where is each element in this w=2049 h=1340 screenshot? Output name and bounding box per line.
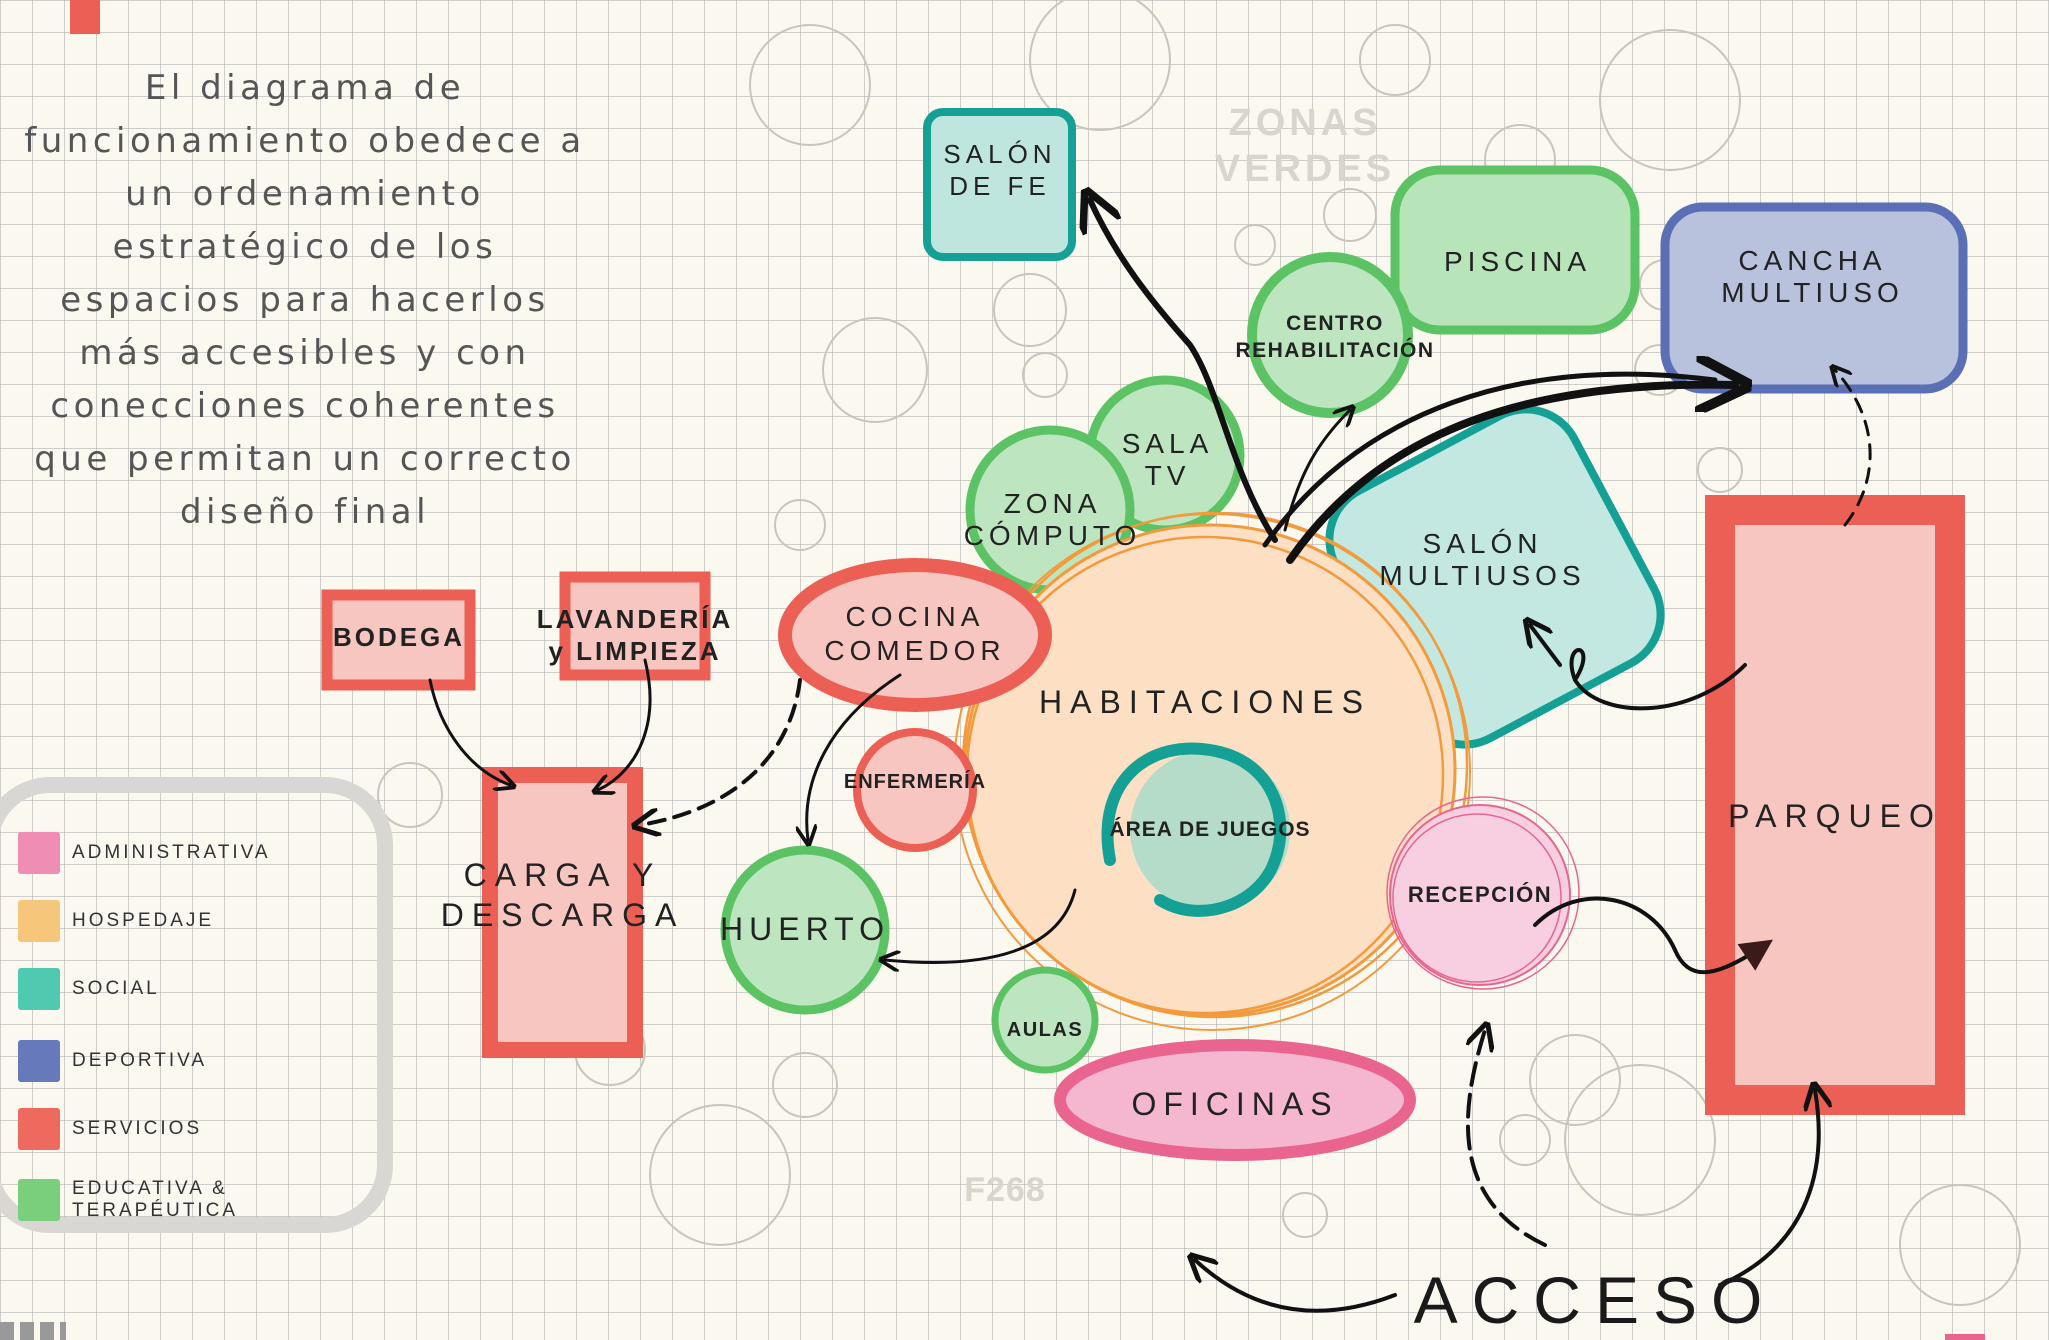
legend-item-administrativa: ADMINISTRATIVA xyxy=(18,832,271,874)
zona-computo-label: ZONA CÓMPUTO xyxy=(963,488,1142,551)
legend-label: ADMINISTRATIVA xyxy=(72,842,271,863)
bodega-label: BODEGA xyxy=(332,622,466,652)
area-juegos-fill xyxy=(1130,750,1290,910)
legend-label: EDUCATIVA & TERAPÉUTICA xyxy=(72,1178,239,1221)
piscina-box xyxy=(1390,165,1640,335)
carga-label: CARGA Y DESCARGA xyxy=(440,857,685,933)
cancha-box xyxy=(1660,202,1968,394)
intro-paragraph: El diagrama de funcionamiento obedece a … xyxy=(24,68,586,532)
plan-code-label: F268 xyxy=(964,1171,1046,1209)
oficinas-ellipse xyxy=(1054,1039,1416,1161)
cocina-label: COCINA COMEDOR xyxy=(824,601,1006,666)
legend-frame xyxy=(0,777,393,1233)
recepcion-circle xyxy=(1386,796,1580,990)
legend-item-social: SOCIAL xyxy=(18,968,160,1010)
legend-swatch xyxy=(18,832,60,874)
salon-fe-label: SALÓN DE FE xyxy=(943,139,1057,201)
legend-swatch xyxy=(18,1108,60,1150)
cocina-ellipse xyxy=(778,558,1052,712)
legend-swatch xyxy=(18,900,60,942)
legend-label: DEPORTIVA xyxy=(72,1050,208,1071)
aulas-circle xyxy=(991,966,1099,1074)
tree-symbols xyxy=(377,0,2021,1306)
legend-item-deportiva: DEPORTIVA xyxy=(18,1040,207,1082)
oficinas-label: OFICINAS xyxy=(1131,1086,1339,1122)
area-juegos-stroke xyxy=(1101,742,1287,917)
lavanderia-box xyxy=(559,571,711,681)
legend-label: SOCIAL xyxy=(72,978,160,999)
connection-arrows xyxy=(428,200,1872,1313)
legend-item-servicios: SERVICIOS xyxy=(18,1108,202,1150)
centro-rehab-circle xyxy=(1247,252,1413,418)
recepcion-label: RECEPCIÓN xyxy=(1407,882,1553,907)
page-marker xyxy=(0,1322,66,1340)
legend-swatch xyxy=(18,968,60,1010)
bodega-box xyxy=(321,589,476,691)
huerto-label: HUERTO xyxy=(720,911,890,947)
enfermeria-circle xyxy=(853,728,977,852)
legend-item-educativa: EDUCATIVA & TERAPÉUTICA xyxy=(18,1178,262,1222)
sala-tv-label: SALA TV xyxy=(1121,428,1214,491)
parqueo-box xyxy=(1705,495,1965,1115)
huerto-circle xyxy=(720,845,890,1015)
legend-label: HOSPEDAJE xyxy=(72,910,215,931)
parqueo-label: PARQUEO xyxy=(1728,798,1942,834)
zonas-verdes-label: ZONAS VERDES xyxy=(1214,102,1396,190)
enfermeria-label: ENFERMERÍA xyxy=(843,771,987,793)
legend-swatch xyxy=(18,1040,60,1082)
centro-rehab-label: CENTRO REHABILITACIÓN xyxy=(1235,312,1435,362)
legend-swatch xyxy=(18,1179,60,1221)
carga-box xyxy=(482,767,643,1058)
corner-marker-bottom xyxy=(1945,1334,1985,1340)
legend-item-hospedaje: HOSPEDAJE xyxy=(18,900,214,942)
piscina-label: PISCINA xyxy=(1443,246,1592,277)
salon-fe-box xyxy=(923,108,1076,261)
habitaciones-label: HABITACIONES xyxy=(1039,684,1371,720)
cancha-label: CANCHA MULTIUSO xyxy=(1721,245,1904,308)
legend-label: SERVICIOS xyxy=(72,1118,203,1139)
corner-marker xyxy=(70,0,100,34)
lavanderia-label: LAVANDERÍA y LIMPIEZA xyxy=(536,604,734,666)
aulas-label: AULAS xyxy=(1006,1019,1084,1041)
salon-multiusos-label: SALÓN MULTIUSOS xyxy=(1379,528,1586,591)
acceso-label: ACCESO xyxy=(1413,1263,1777,1337)
area-juegos-label: ÁREA DE JUEGOS xyxy=(1109,818,1311,841)
